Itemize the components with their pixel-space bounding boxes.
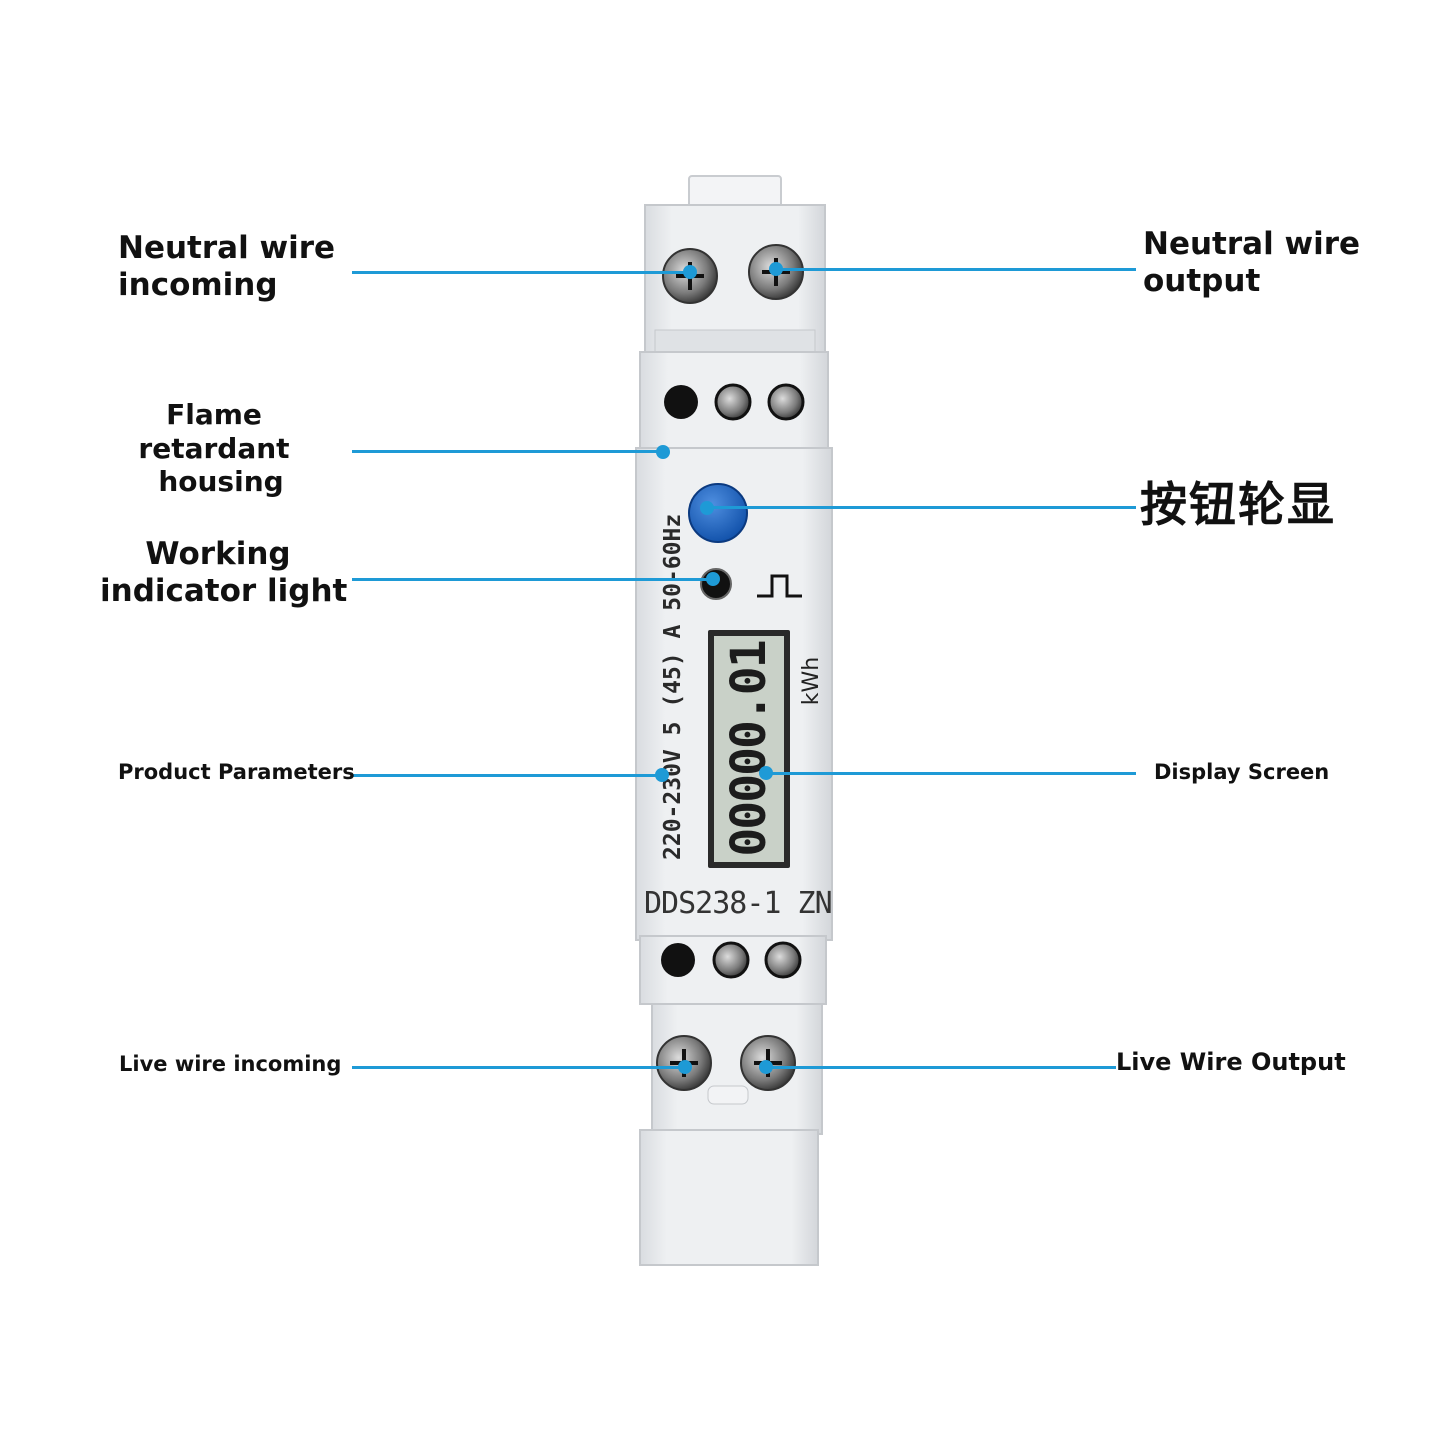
leader-dot-live-in [678,1060,692,1074]
leader-neutral-out [776,268,1136,271]
aux-screw-10 [767,383,805,421]
lcd-screen [714,636,784,862]
label-neutral-out: Neutral wire output [1143,226,1361,300]
spec-text: 220-230V 5 (45) A 50-60Hz [660,513,686,860]
pulse-icon [757,574,802,598]
label-neutral-in: Neutral wire incoming [118,230,336,304]
leader-dot-neutral-out [769,262,783,276]
leader-button [706,506,1136,509]
leader-dot-flame [656,445,670,459]
aux-screw-6 [712,941,750,979]
leader-live-out [766,1066,1116,1069]
leader-dot-live-out [759,1060,773,1074]
leader-flame [352,450,662,453]
label-display: Display Screen [1154,760,1330,784]
aux-hole-8 [664,385,698,419]
leader-live-in [352,1066,686,1069]
display-cycle-button[interactable] [688,483,748,543]
aux-hole-5 [661,943,695,977]
lcd-reading: 00000.01 [721,641,777,857]
leader-dot-display [759,766,773,780]
label-live-in: Live wire incoming [119,1052,342,1076]
aux-screw-9 [714,383,752,421]
bottom-cover [639,1129,819,1266]
leader-display [766,772,1136,775]
label-flame: Flame retardant housing [138,398,290,499]
label-live-out: Live Wire Output [1116,1048,1346,1076]
label-params: Product Parameters [118,760,355,784]
label-button: 按钮轮显 [1140,478,1336,533]
leader-neutral-in [352,271,690,274]
leader-dot-indicator [706,572,720,586]
leader-dot-button [700,501,714,515]
leader-dot-neutral-in [683,265,697,279]
aux-screw-7 [764,941,802,979]
unit-label: kWh [799,656,824,706]
leader-dot-params [655,768,669,782]
model-label: DDS238-1 ZN [644,886,833,921]
leader-indicator [352,578,712,581]
leader-params [352,774,662,777]
label-indicator: Working indicator light [100,536,348,610]
